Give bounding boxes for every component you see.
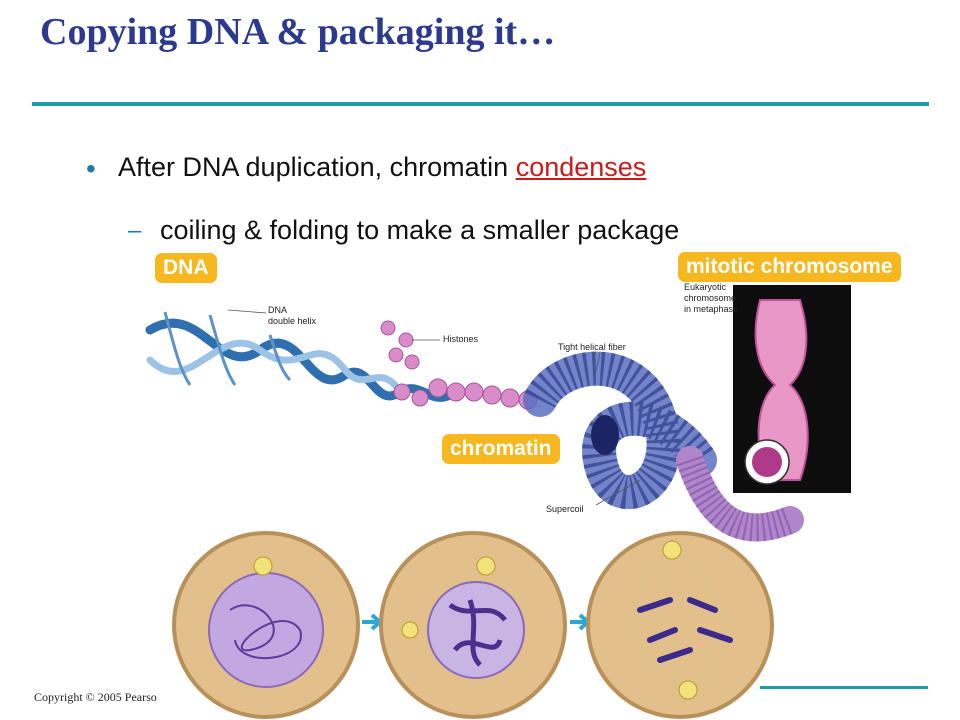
title-divider [32,102,929,106]
label-histones: Histones [443,334,479,344]
bullet-text: After DNA duplication, chromatin condens… [118,152,646,183]
callout-chromatin: chromatin [442,434,560,464]
copyright-notice: Copyright © 2005 Pearso [34,690,157,704]
callout-mitotic-chromosome: mitotic chromosome [678,252,901,282]
arrow-2-icon [570,613,592,631]
sub-bullet-text: coiling & folding to make a smaller pack… [160,215,680,245]
highlight-term: condenses [515,152,647,182]
label-dna-line2: double helix [268,316,317,326]
figure-small-labels: DNA double helix Histones Tight helical … [227,282,738,514]
cell-3-illustration [586,531,774,719]
bullet-text-main: After DNA duplication, chromatin [118,152,516,182]
histone-beads-illustration [380,320,538,410]
footer-divider [760,686,928,689]
cell-1-illustration [172,531,360,719]
label-dna-line1: DNA [268,305,287,315]
label-eukaryotic-2: chromosome [684,293,736,303]
label-supercoil: Supercoil [546,504,584,514]
slide-title: Copying DNA & packaging it… [40,11,556,53]
bullet-icon: • [86,153,96,184]
label-eukaryotic-1: Eukaryotic [684,282,727,292]
label-tight-helical-fiber: Tight helical fiber [558,342,626,352]
helical-fiber-illustration [523,351,804,542]
sub-bullet-dash-icon: – [128,217,142,244]
label-eukaryotic-3: in metaphase [684,304,738,314]
metaphase-chromosome-illustration [733,285,851,493]
arrow-1-icon [362,613,384,631]
callout-dna: DNA [155,253,217,283]
cell-2-illustration [379,531,567,719]
